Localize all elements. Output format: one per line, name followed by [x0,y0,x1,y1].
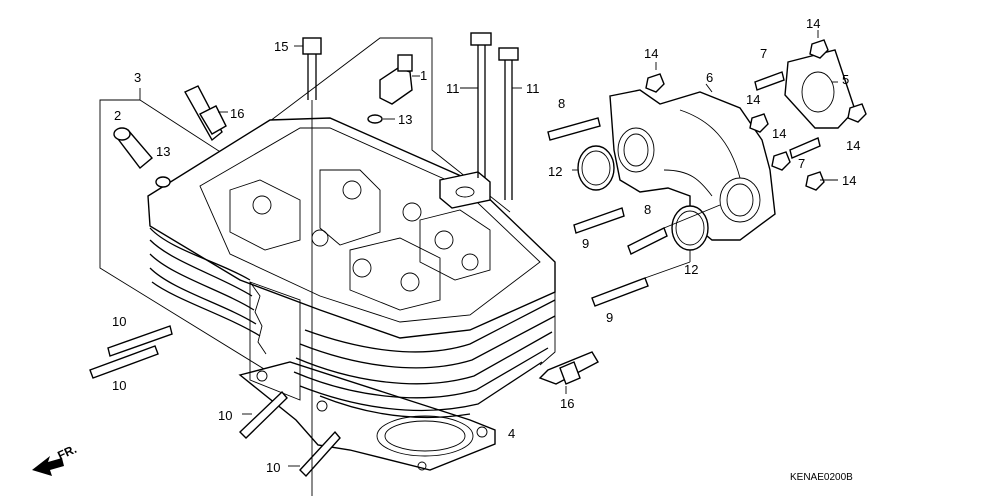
label-part-8b: 8 [644,202,651,217]
label-part-12b: 12 [684,262,698,277]
front-arrow: FR. [32,442,79,476]
cylinder-head-gasket [238,361,496,471]
label-part-14c: 14 [746,92,760,107]
label-part-14a: 14 [644,46,658,61]
label-part-13a: 13 [398,112,412,127]
dowel-fitting-1 [379,54,420,105]
label-part-10c: 10 [218,408,232,423]
spark-plug-16-bottom [538,351,599,394]
spark-plug-16-top [184,85,228,142]
fitting-2 [113,127,153,170]
label-part-15: 15 [274,39,288,54]
studs-10 [89,325,341,478]
nuts-14 [645,30,867,191]
label-part-10a: 10 [112,314,126,329]
label-part-3: 3 [134,70,141,85]
label-part-9b: 9 [606,310,613,325]
o-ring-13-left [155,176,171,188]
cylinder-head [147,117,556,419]
bolt-15 [294,37,322,100]
o-ring-13-right [367,114,395,124]
label-part-13b: 13 [156,144,170,159]
label-part-16a: 16 [230,106,244,121]
label-part-11b: 11 [526,81,540,96]
label-part-11a: 11 [446,81,460,96]
plate-5 [784,49,856,129]
label-part-12a: 12 [548,164,562,179]
label-part-14d: 14 [772,126,786,141]
manifold-6 [609,83,776,241]
label-part-14b: 14 [806,16,820,31]
gaskets-12 [572,145,709,262]
diagram-code: KENAE0200B [790,472,853,483]
label-part-7a: 7 [760,46,767,61]
label-part-6: 6 [706,70,713,85]
label-part-14e: 14 [846,138,860,153]
label-part-10d: 10 [266,460,280,475]
label-part-9a: 9 [582,236,589,251]
label-part-7b: 7 [798,156,805,171]
assembly-bracket [99,37,511,386]
studs-7-8-9 [547,71,821,307]
label-part-2: 2 [114,108,121,123]
label-part-1: 1 [420,68,427,83]
label-part-8a: 8 [558,96,565,111]
front-label: FR. [55,442,78,463]
label-part-10b: 10 [112,378,126,393]
part-labels: 1 2 3 4 5 6 7 7 8 8 9 9 10 10 10 10 11 1… [112,16,860,475]
label-part-4: 4 [508,426,515,441]
label-part-5: 5 [842,72,849,87]
label-part-14f: 14 [842,173,856,188]
long-bolts-11 [460,32,522,200]
label-part-16b: 16 [560,396,574,411]
